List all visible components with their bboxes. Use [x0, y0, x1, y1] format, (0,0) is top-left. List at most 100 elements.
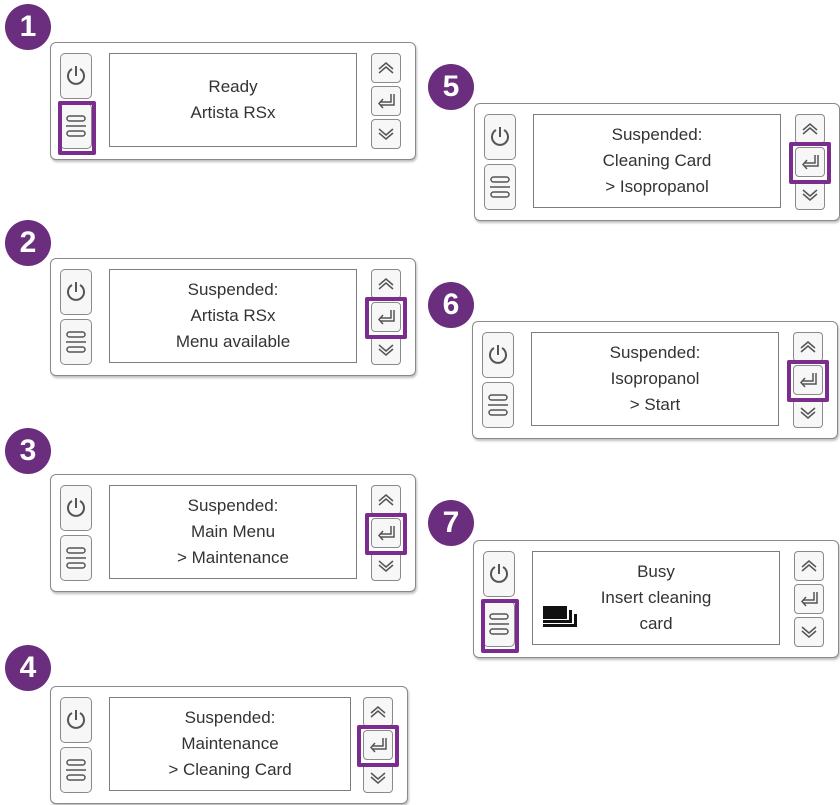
- enter-button[interactable]: [363, 730, 393, 760]
- menu-icon: [66, 331, 86, 353]
- enter-button[interactable]: [793, 365, 823, 395]
- power-button[interactable]: [60, 485, 92, 531]
- power-button[interactable]: [60, 53, 92, 99]
- menu-icon: [488, 394, 508, 416]
- chevron-up-icon: [378, 62, 394, 74]
- step-badge-4: 4: [5, 645, 51, 691]
- screen-line-1: Suspended:: [184, 708, 276, 727]
- enter-button[interactable]: [371, 86, 401, 116]
- screen-line-2: Isopropanol: [610, 369, 700, 388]
- chevron-up-icon: [800, 341, 816, 353]
- step-badge-1: 1: [5, 4, 51, 50]
- menu-button[interactable]: [60, 103, 92, 149]
- up-button[interactable]: [793, 332, 823, 362]
- lcd-screen: Suspended: Isopropanol > Start: [531, 332, 779, 426]
- menu-icon: [66, 759, 86, 781]
- chevron-up-icon: [378, 278, 394, 290]
- chevron-up-icon: [801, 560, 817, 572]
- power-button[interactable]: [483, 551, 515, 597]
- down-button[interactable]: [794, 617, 824, 647]
- printer-panel-7: Busy Insert cleaning card: [473, 540, 839, 658]
- menu-icon: [490, 176, 510, 198]
- screen-line-2: Cleaning Card: [602, 151, 712, 170]
- enter-button[interactable]: [795, 147, 825, 177]
- lcd-screen: Suspended: Main Menu > Maintenance: [109, 485, 357, 579]
- screen-line-2: Main Menu: [190, 522, 276, 541]
- power-button[interactable]: [484, 114, 516, 160]
- printer-panel-2: Suspended: Artista RSx Menu available: [50, 258, 416, 376]
- menu-button[interactable]: [60, 535, 92, 581]
- power-icon: [67, 498, 85, 517]
- screen-line-3: > Start: [629, 395, 681, 414]
- step-badge-7: 7: [428, 500, 474, 546]
- power-icon: [67, 282, 85, 301]
- up-button[interactable]: [794, 551, 824, 581]
- down-button[interactable]: [363, 763, 393, 793]
- screen-line-1: Suspended:: [187, 280, 279, 299]
- chevron-down-icon: [370, 772, 386, 784]
- down-button[interactable]: [371, 119, 401, 149]
- screen-line-3: Menu available: [175, 332, 291, 351]
- enter-icon: [377, 526, 395, 541]
- printer-panel-6: Suspended: Isopropanol > Start: [472, 321, 838, 439]
- enter-icon: [377, 310, 395, 325]
- up-button[interactable]: [371, 485, 401, 515]
- chevron-up-icon: [370, 706, 386, 718]
- lcd-screen: Suspended: Cleaning Card > Isopropanol: [533, 114, 781, 208]
- enter-button[interactable]: [794, 584, 824, 614]
- menu-button[interactable]: [60, 319, 92, 365]
- chevron-down-icon: [378, 128, 394, 140]
- screen-line-2: Insert cleaning: [600, 588, 712, 607]
- lcd-screen: Busy Insert cleaning card: [532, 551, 780, 645]
- menu-button[interactable]: [483, 601, 515, 647]
- step-badge-6: 6: [428, 282, 474, 328]
- screen-line-2: Maintenance: [181, 734, 279, 753]
- step-badge-3: 3: [5, 428, 51, 474]
- chevron-down-icon: [378, 560, 394, 572]
- chevron-down-icon: [800, 407, 816, 419]
- screen-line-2: Artista RSx: [190, 103, 276, 122]
- screen-line-3: card: [639, 614, 673, 633]
- screen-line-2: Artista RSx: [190, 306, 276, 325]
- enter-button[interactable]: [371, 302, 401, 332]
- power-button[interactable]: [60, 697, 92, 743]
- up-button[interactable]: [371, 53, 401, 83]
- enter-icon: [799, 373, 817, 388]
- screen-line-3: > Maintenance: [177, 548, 289, 567]
- lcd-screen: Ready Artista RSx: [109, 53, 357, 147]
- lcd-screen: Suspended: Maintenance > Cleaning Card: [109, 697, 351, 791]
- power-button[interactable]: [60, 269, 92, 315]
- lcd-screen: Suspended: Artista RSx Menu available: [109, 269, 357, 363]
- printer-panel-5: Suspended: Cleaning Card > Isopropanol: [474, 103, 840, 221]
- power-icon: [491, 127, 509, 146]
- down-button[interactable]: [371, 335, 401, 365]
- up-button[interactable]: [363, 697, 393, 727]
- step-badge-2: 2: [5, 220, 51, 266]
- chevron-up-icon: [378, 494, 394, 506]
- card-stack-icon: [543, 606, 577, 627]
- down-button[interactable]: [793, 398, 823, 428]
- up-button[interactable]: [795, 114, 825, 144]
- enter-icon: [800, 592, 818, 607]
- power-icon: [489, 345, 507, 364]
- printer-panel-1: Ready Artista RSx: [50, 42, 416, 160]
- menu-button[interactable]: [484, 164, 516, 210]
- power-button[interactable]: [482, 332, 514, 378]
- screen-line-1: Suspended:: [187, 496, 279, 515]
- screen-line-1: Suspended:: [611, 125, 703, 144]
- menu-button[interactable]: [482, 382, 514, 428]
- printer-panel-4: Suspended: Maintenance > Cleaning Card: [50, 686, 408, 804]
- enter-icon: [377, 94, 395, 109]
- enter-button[interactable]: [371, 518, 401, 548]
- menu-icon: [489, 613, 509, 635]
- chevron-down-icon: [802, 189, 818, 201]
- down-button[interactable]: [795, 180, 825, 210]
- chevron-down-icon: [378, 344, 394, 356]
- screen-line-1: Suspended:: [609, 343, 701, 362]
- down-button[interactable]: [371, 551, 401, 581]
- up-button[interactable]: [371, 269, 401, 299]
- enter-icon: [801, 155, 819, 170]
- menu-button[interactable]: [60, 747, 92, 793]
- power-icon: [67, 710, 85, 729]
- screen-line-1: Ready: [208, 77, 258, 96]
